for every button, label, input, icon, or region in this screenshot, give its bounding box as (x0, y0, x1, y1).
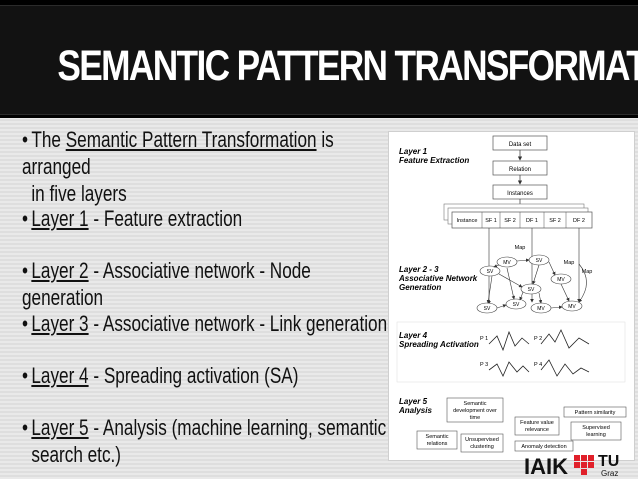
activation-patterns (488, 329, 590, 377)
bullet-link[interactable]: Layer 3 (31, 311, 89, 336)
layer4-title: Layer 4 (399, 331, 428, 340)
slide-title: SEMANTIC PATTERN TRANSFORMATION (57, 42, 638, 90)
bullet-item: •Layer 1 - Feature extraction (22, 206, 243, 231)
logo-svg: IAIK TU Graz (524, 453, 619, 479)
analysis-box (416, 430, 458, 450)
analysis-box (570, 421, 622, 441)
svg-text:MV: MV (568, 304, 576, 310)
svg-text:Semantic: Semantic (426, 434, 449, 440)
node-mv (496, 256, 518, 268)
layer4-sub: Spreading Activation (399, 340, 479, 349)
pattern-line (540, 329, 590, 349)
node-sv (505, 298, 527, 310)
pattern-label: P 4 (534, 362, 542, 368)
svg-text:time: time (470, 415, 480, 421)
svg-text:clustering: clustering (470, 444, 494, 450)
pattern-label: P 2 (534, 336, 542, 342)
pattern-label: P 1 (480, 336, 488, 342)
svg-text:Feature value: Feature value (520, 420, 554, 426)
layer23-sub1: Associative Network (398, 274, 478, 283)
row-cell: DF 1 (526, 218, 538, 224)
title-bar: SEMANTIC PATTERN TRANSFORMATION (0, 0, 638, 116)
instance-row-cells: Instance SF 1 SF 2 DF 1 SF 2 DF 2 (457, 212, 585, 228)
pattern-line (488, 330, 530, 352)
svg-text:Supervised: Supervised (582, 425, 610, 431)
row-cell: DF 2 (573, 218, 585, 224)
logo-text-left: IAIK (524, 454, 568, 479)
bullet-item: •Layer 4 - Spreading activation (SA) (22, 363, 299, 388)
node-sv (520, 283, 542, 295)
svg-text:MV: MV (557, 277, 565, 283)
layer1-title: Layer 1 (399, 147, 428, 156)
bullet-item: •The Semantic Pattern Transformation is … (22, 127, 334, 206)
row-cell: SF 1 (485, 218, 497, 224)
svg-text:relations: relations (427, 441, 448, 447)
pattern-label: P 3 (480, 362, 488, 368)
bullet-link[interactable]: Layer 1 (31, 206, 89, 231)
iaik-tugraz-logo: IAIK TU Graz (518, 450, 638, 479)
analysis-box (514, 440, 574, 452)
layer5-sub: Analysis (398, 406, 432, 415)
layer5-title: Layer 5 (399, 397, 428, 406)
row-cell: SF 2 (504, 218, 516, 224)
map-label: Map (582, 269, 593, 275)
analysis-box (446, 397, 504, 423)
svg-text:SV: SV (536, 258, 543, 264)
svg-text:Unsupervised: Unsupervised (465, 437, 499, 443)
diagram-svg: Layer 1 Feature Extraction Data set Rela… (396, 135, 627, 453)
bullet-link[interactable]: Semantic Pattern Transformation (65, 127, 317, 152)
svg-text:development over: development over (453, 408, 497, 414)
analysis-box (563, 406, 627, 418)
svg-text:MV: MV (537, 306, 545, 312)
node-sv (479, 265, 501, 277)
layer1-sub: Feature Extraction (399, 156, 469, 165)
pattern-line (488, 361, 530, 377)
layer23-sub2: Generation (399, 283, 441, 292)
svg-text:MV: MV (503, 260, 511, 266)
row-cell: Instance (457, 218, 478, 224)
pattern-line (540, 359, 590, 377)
bullet-link[interactable]: Layer 2 (31, 258, 89, 283)
svg-text:SV: SV (484, 306, 491, 312)
bullet-link[interactable]: Layer 5 (31, 415, 89, 440)
svg-text:SV: SV (528, 287, 535, 293)
svg-text:Pattern similarity: Pattern similarity (575, 410, 616, 416)
relation-label: Relation (509, 167, 531, 173)
svg-text:Anomaly detection: Anomaly detection (521, 444, 566, 450)
svg-text:SV: SV (487, 269, 494, 275)
network-nodes (476, 254, 583, 314)
layer23-title: Layer 2 - 3 (399, 265, 439, 274)
logo-text-right: TU (598, 453, 619, 470)
network-edges (486, 258, 587, 310)
bullet-link[interactable]: Layer 4 (31, 363, 89, 388)
bullet-item: •Layer 2 - Associative network - Node ge… (22, 258, 311, 310)
svg-text:Semantic: Semantic (464, 401, 487, 407)
dataset-label: Data set (509, 142, 532, 148)
map-label: Map (564, 260, 575, 266)
bullet-item: •Layer 3 - Associative network - Link ge… (22, 311, 388, 336)
map-label: Map (515, 245, 526, 251)
svg-text:SV: SV (513, 302, 520, 308)
slide-content: •The Semantic Pattern Transformation is … (0, 118, 638, 479)
analysis-box (514, 416, 560, 436)
logo-text-sub: Graz (601, 469, 618, 478)
svg-text:relevance: relevance (525, 427, 549, 433)
svg-text:learning: learning (586, 432, 606, 438)
instance-row (451, 211, 593, 229)
instances-label: Instances (507, 191, 533, 197)
analysis-box (460, 433, 504, 453)
row-cell: SF 2 (549, 218, 561, 224)
layer-diagram: Layer 1 Feature Extraction Data set Rela… (388, 131, 635, 461)
bullet-item: •Layer 5 - Analysis (machine learning, s… (22, 415, 387, 467)
